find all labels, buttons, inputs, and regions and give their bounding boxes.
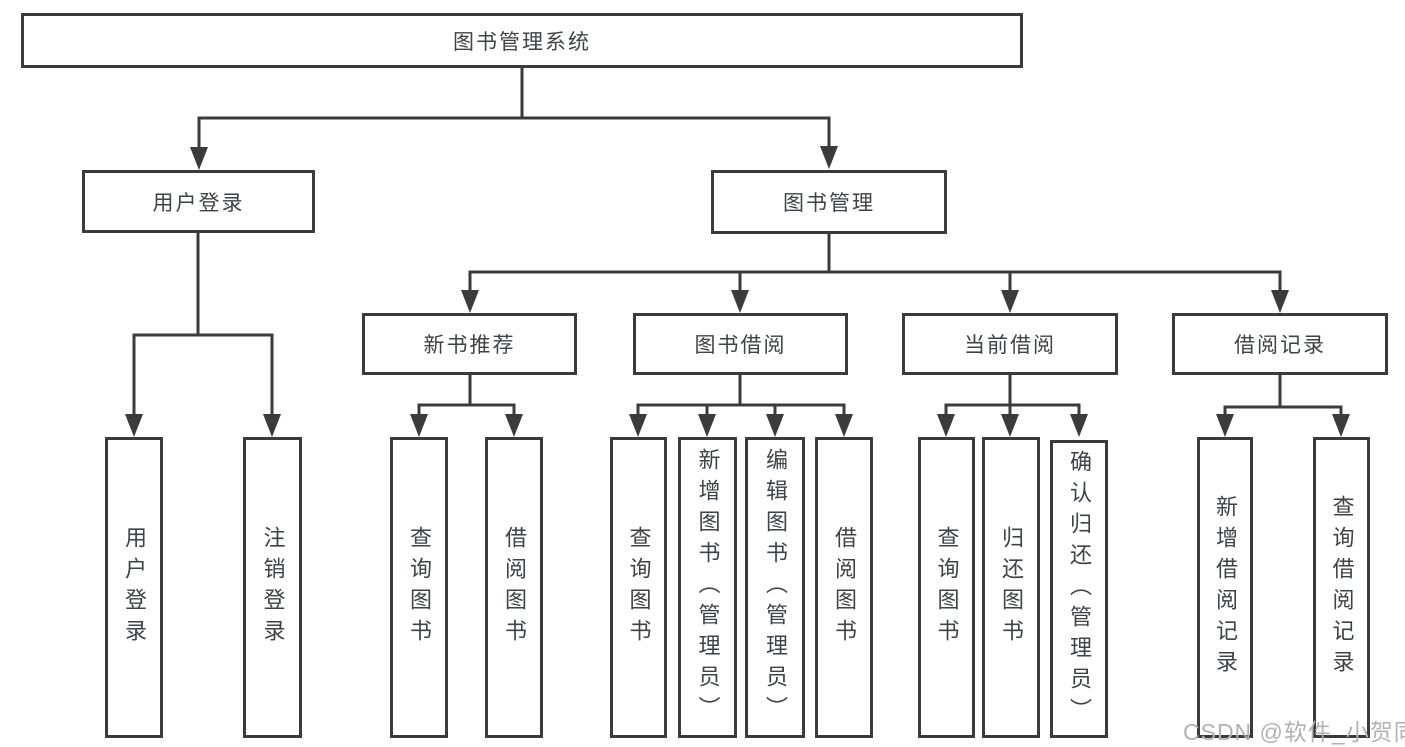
node-user-login: 用户登录 bbox=[82, 170, 315, 233]
arrowhead bbox=[835, 414, 853, 437]
leaf-label: 编辑图书（管理员） bbox=[763, 448, 788, 727]
node-label: 图书管理 bbox=[783, 192, 875, 215]
leaf-edit-book-admin: 编辑图书（管理员） bbox=[745, 437, 805, 738]
arrowhead bbox=[125, 414, 143, 437]
leaf-label: 用户登录 bbox=[122, 525, 147, 650]
node-label: 借阅记录 bbox=[1234, 334, 1326, 357]
leaf-label: 新增图书（管理员） bbox=[695, 448, 721, 727]
csdn-watermark: CSDN @软件_小贺同学 bbox=[1183, 719, 1405, 745]
leaf-user-login: 用户登录 bbox=[105, 437, 163, 738]
arrowhead bbox=[766, 414, 784, 437]
node-new-book-recommendation: 新书推荐 bbox=[362, 313, 577, 375]
arrowhead bbox=[1216, 414, 1234, 437]
node-book-borrowing: 图书借阅 bbox=[633, 313, 848, 375]
arrowhead bbox=[698, 414, 716, 437]
node-borrowing-records: 借阅记录 bbox=[1172, 313, 1388, 375]
node-label: 图书借阅 bbox=[694, 334, 787, 357]
arrowhead bbox=[190, 147, 208, 170]
arrowhead bbox=[820, 146, 838, 169]
leaf-label: 查询图书 bbox=[407, 525, 432, 650]
arrowhead bbox=[410, 414, 428, 437]
leaf-confirm-return-admin: 确认归还（管理员） bbox=[1050, 440, 1108, 738]
leaf-label: 查询图书 bbox=[626, 525, 652, 650]
leaf-add-book-admin: 新增图书（管理员） bbox=[678, 437, 737, 738]
arrowhead bbox=[1332, 414, 1350, 437]
node-book-management: 图书管理 bbox=[711, 170, 947, 234]
leaf-logout: 注销登录 bbox=[243, 437, 302, 738]
leaf-query-books-recommend: 查询图书 bbox=[390, 437, 448, 738]
node-label: 图书管理系统 bbox=[453, 30, 591, 54]
node-current-borrowing: 当前借阅 bbox=[902, 313, 1118, 375]
leaf-label: 新增借阅记录 bbox=[1213, 494, 1238, 681]
node-label: 用户登录 bbox=[152, 191, 245, 215]
leaf-label: 查询借阅记录 bbox=[1329, 494, 1355, 681]
leaf-query-books-borrow: 查询图书 bbox=[610, 437, 667, 738]
leaf-label: 借阅图书 bbox=[502, 525, 527, 650]
arrowheads bbox=[125, 146, 1350, 437]
leaf-label: 注销登录 bbox=[260, 525, 286, 650]
leaf-borrow-books-recommend: 借阅图书 bbox=[485, 437, 543, 738]
leaf-query-borrow-record: 查询借阅记录 bbox=[1313, 437, 1370, 738]
arrowhead bbox=[505, 414, 523, 437]
arrowhead bbox=[937, 414, 955, 437]
arrowhead bbox=[263, 414, 281, 437]
arrowhead bbox=[1271, 290, 1289, 313]
arrowhead bbox=[461, 290, 479, 313]
leaf-label: 借阅图书 bbox=[832, 525, 857, 650]
connector-path bbox=[132, 66, 1343, 418]
leaf-label: 查询图书 bbox=[934, 525, 960, 650]
leaf-borrow-books: 借阅图书 bbox=[815, 437, 873, 738]
leaf-return-book: 归还图书 bbox=[982, 437, 1040, 738]
leaf-query-books-current: 查询图书 bbox=[918, 437, 975, 738]
node-label: 当前借阅 bbox=[964, 334, 1056, 357]
node-label: 新书推荐 bbox=[423, 334, 516, 357]
arrowhead bbox=[1070, 414, 1088, 437]
arrowhead bbox=[629, 414, 647, 437]
leaf-label: 确认归还（管理员） bbox=[1067, 449, 1092, 729]
leaf-add-borrow-record: 新增借阅记录 bbox=[1197, 437, 1253, 738]
arrowhead bbox=[1001, 290, 1019, 313]
node-library-management-system: 图书管理系统 bbox=[21, 13, 1023, 68]
leaf-label: 归还图书 bbox=[999, 525, 1024, 650]
arrowhead bbox=[1001, 414, 1019, 437]
arrowhead bbox=[731, 290, 749, 313]
